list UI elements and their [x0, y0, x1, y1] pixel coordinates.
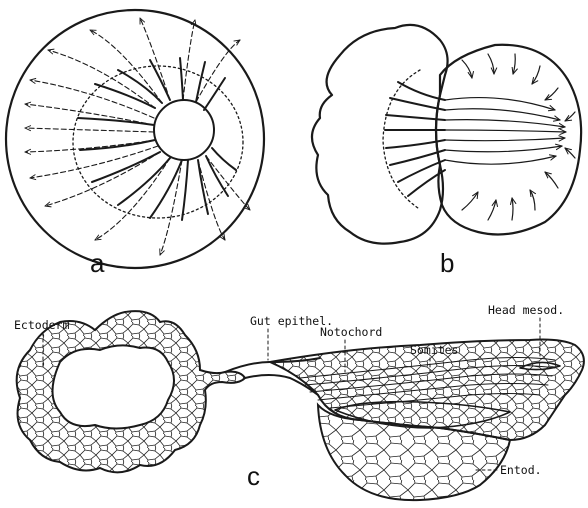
panel-b-arrows [445, 54, 575, 220]
panel-a-embryo [6, 10, 264, 268]
label-ectoderm: Ectoderm [14, 318, 69, 332]
panel-a-letter: a [90, 248, 105, 278]
label-entod: Entod. [500, 463, 542, 477]
panel-b-embryo [312, 25, 581, 244]
label-notochord: Notochord [320, 325, 382, 339]
panel-a-dashed-arrows [25, 18, 250, 255]
panel-b-letter: b [440, 248, 454, 278]
ectoderm-vesicle [17, 311, 245, 472]
panel-a-outer-circle [6, 10, 264, 268]
label-head-mesod: Head mesod. [488, 303, 564, 317]
panel-c-letter: c [247, 461, 260, 491]
panel-b-animal-half [312, 25, 448, 244]
panel-b-vegetal-half [436, 45, 581, 235]
label-somites: Somites [410, 343, 458, 357]
panel-c-section [17, 311, 584, 500]
